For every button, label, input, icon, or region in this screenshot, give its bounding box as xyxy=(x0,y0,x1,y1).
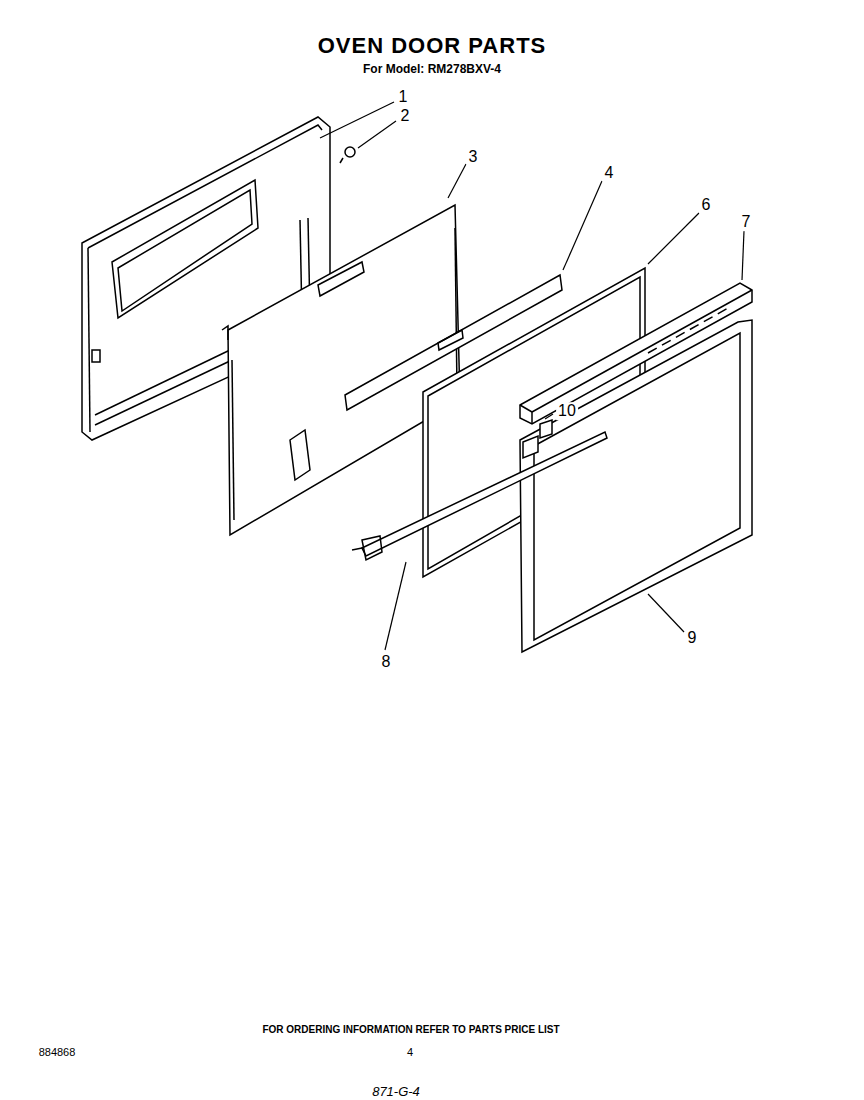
screw xyxy=(340,147,355,163)
document-number: 884868 xyxy=(37,1046,78,1058)
callout-number: 8 xyxy=(380,653,393,671)
bracket xyxy=(523,420,552,458)
callout-number: 3 xyxy=(467,148,480,166)
callout-number: 9 xyxy=(686,629,699,647)
callout-number: 1 xyxy=(397,88,410,106)
model-subtitle: For Model: RM278BXV-4 xyxy=(361,63,503,76)
page-number: 4 xyxy=(405,1046,415,1058)
handwritten-code: 871-G-4 xyxy=(370,1085,422,1099)
callout-number: 10 xyxy=(556,402,578,420)
leader-lines xyxy=(320,102,744,650)
footer-note: FOR ORDERING INFORMATION REFER TO PARTS … xyxy=(260,1024,561,1035)
callout-number: 6 xyxy=(700,196,713,214)
callout-number: 7 xyxy=(740,213,753,231)
callout-number: 2 xyxy=(399,107,412,125)
door-frame xyxy=(520,320,752,652)
diagram-title: OVEN DOOR PARTS xyxy=(316,34,549,58)
callout-number: 4 xyxy=(603,164,616,182)
support-rod xyxy=(352,432,607,560)
